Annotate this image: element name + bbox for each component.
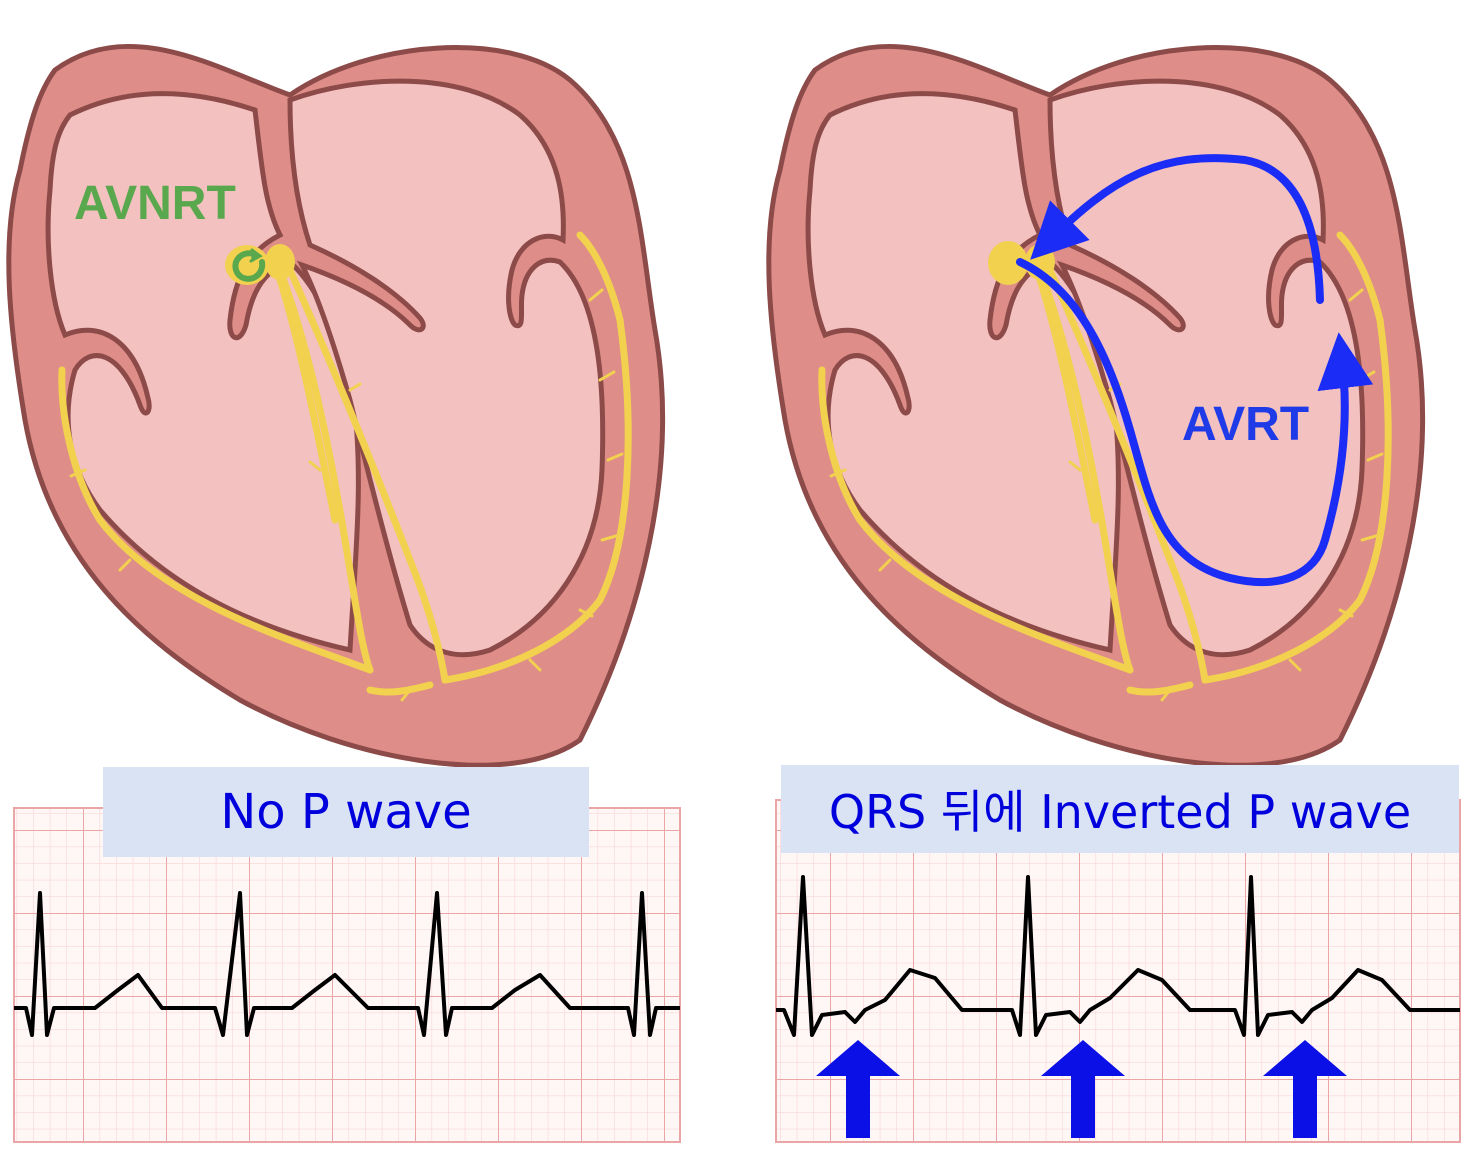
caption-left-text: No P wave — [220, 784, 472, 840]
reentry-circular-arrow-icon — [232, 248, 266, 282]
caption-left: No P wave — [103, 767, 589, 857]
ecg-strip-right — [775, 799, 1461, 1143]
p-wave-up-arrow-icon — [816, 1040, 1347, 1138]
ecg-trace-right — [776, 875, 1460, 1037]
ecg-trace-left — [14, 891, 680, 1037]
caption-right: QRS 뒤에 Inverted P wave — [781, 765, 1459, 853]
right-heart-diagram — [769, 46, 1423, 765]
avrt-label: AVRT — [1182, 398, 1310, 451]
avnrt-label: AVNRT — [74, 177, 236, 230]
ecg-strip-left — [13, 807, 681, 1143]
avrt-reentry-arrow-lower — [1016, 258, 1374, 587]
av-node-right — [988, 241, 1028, 285]
avrt-reentry-arrow-upper — [1030, 154, 1324, 304]
left-heart-diagram — [9, 46, 663, 765]
caption-right-text: QRS 뒤에 Inverted P wave — [828, 785, 1412, 839]
